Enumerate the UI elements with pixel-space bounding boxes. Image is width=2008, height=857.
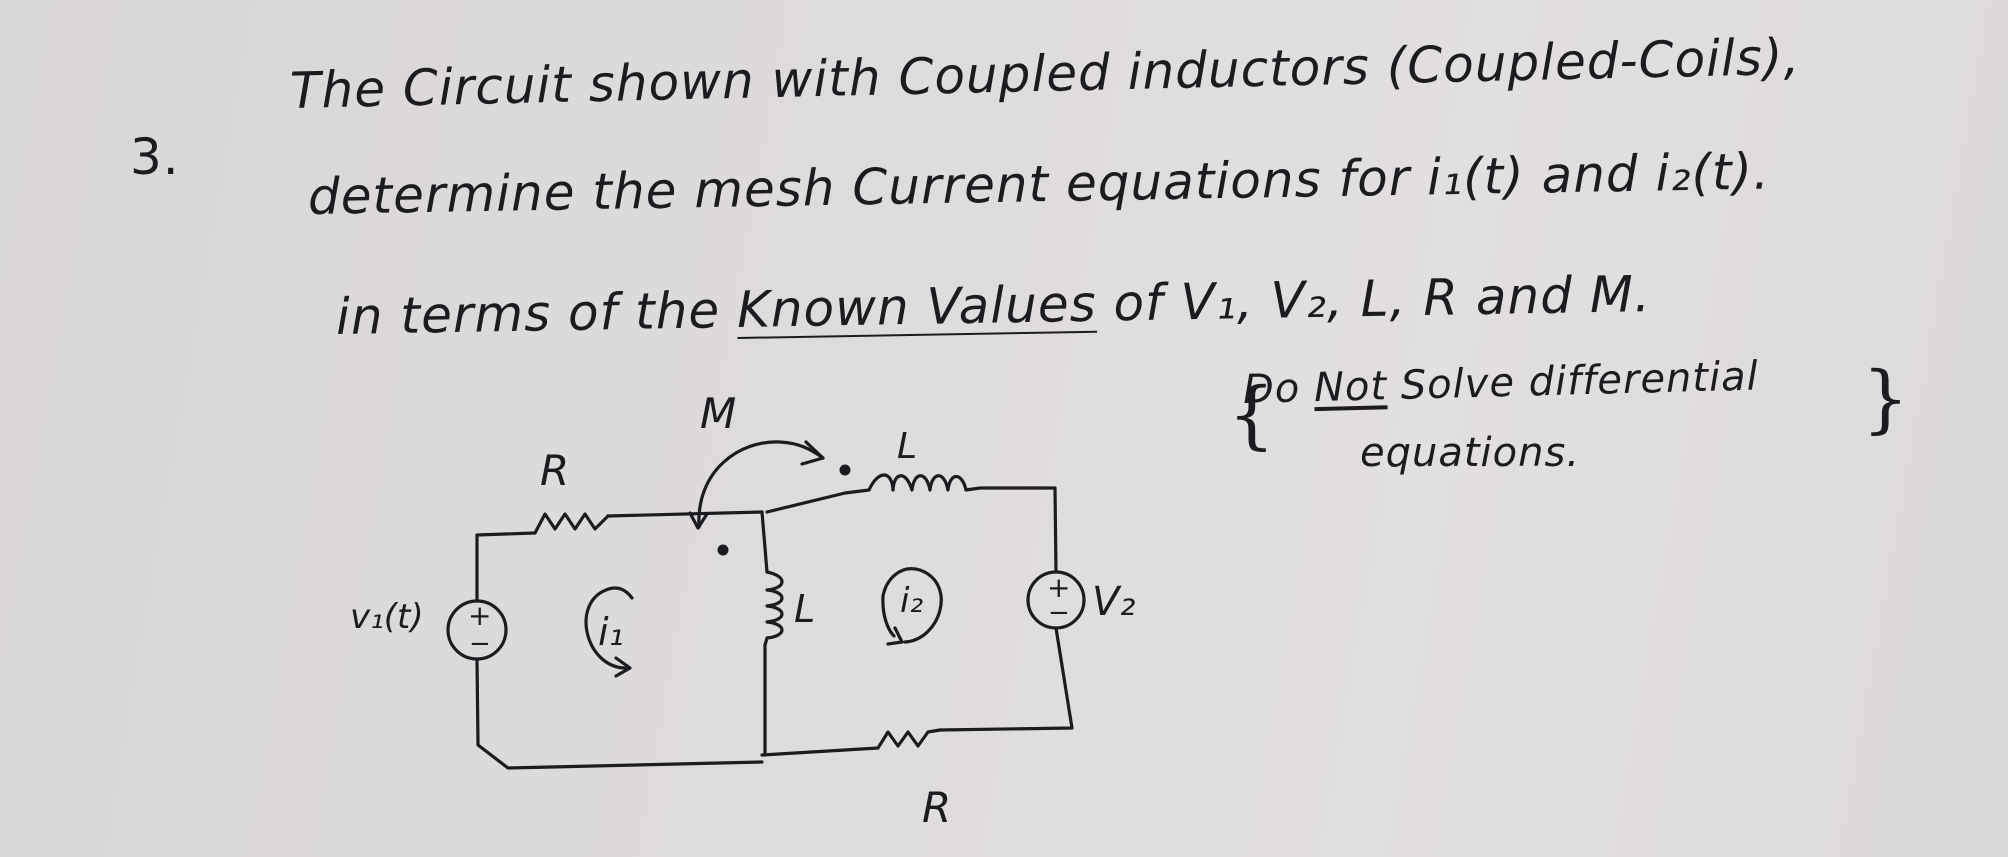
- label-inductor-top: L: [897, 426, 917, 467]
- inductor-middle: [763, 570, 784, 647]
- mesh2-arrowhead: [886, 626, 904, 646]
- dot-middle-coil: [717, 544, 729, 556]
- wire-bottom-right: [760, 746, 880, 757]
- note-line-2: equations.: [1360, 430, 1581, 476]
- resistor-top: [533, 512, 610, 535]
- label-mesh2: i₂: [900, 581, 923, 621]
- label-source-left: v₁(t): [350, 597, 424, 637]
- label-resistor-bottom: R: [922, 783, 951, 832]
- source-left-plus: +: [468, 599, 491, 632]
- label-inductor-middle: L: [794, 587, 815, 631]
- dot-top-coil: [839, 464, 851, 476]
- mesh1-arrowhead: [614, 656, 632, 678]
- wire-left-bottom: [475, 658, 764, 770]
- source-right: [1026, 570, 1086, 630]
- note-brace-open: {: [1228, 372, 1276, 458]
- label-mesh1: i₁: [598, 610, 624, 654]
- source-left-minus: −: [469, 629, 491, 659]
- wire-top-middle: [606, 510, 764, 518]
- wire-middle-branch: [760, 510, 769, 574]
- problem-number: 3.: [130, 128, 180, 186]
- wire-right-top2: [978, 486, 1058, 574]
- wire-left-top: [475, 531, 537, 602]
- mesh2-arrow: [881, 567, 943, 644]
- source-left: [446, 599, 508, 661]
- source-right-plus: +: [1047, 571, 1070, 604]
- label-resistor-top: R: [540, 446, 569, 495]
- label-source-right: V₂: [1092, 579, 1135, 625]
- source-right-minus: −: [1048, 598, 1070, 628]
- resistor-bottom: [876, 728, 942, 750]
- mesh1-arrow: [584, 586, 634, 670]
- note-brace-close: }: [1862, 356, 1910, 442]
- label-mutual: M: [700, 389, 736, 438]
- wire-right-top: [765, 488, 871, 514]
- inductor-top: [867, 473, 982, 492]
- mutual-arrowhead-down: [688, 511, 709, 530]
- mutual-arc: [697, 440, 825, 529]
- mutual-arrowhead-right: [800, 440, 825, 466]
- wire-right-lower: [938, 626, 1074, 732]
